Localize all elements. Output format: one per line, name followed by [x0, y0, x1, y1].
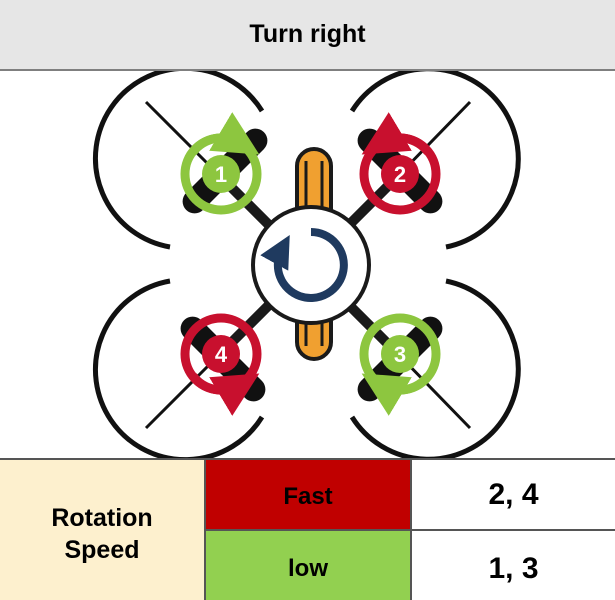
- counterclockwise-arrow-icon: [361, 112, 432, 155]
- drone-top-view: 1 2 3 4: [92, 71, 521, 458]
- fast-label-cell: Fast: [206, 458, 412, 529]
- rotor-number: 4: [215, 342, 228, 367]
- low-rotors-cell: 1, 3: [412, 529, 615, 600]
- page-title: Turn right: [0, 0, 615, 71]
- rotation-speed-table: Rotation Speed Fast 2, 4 low 1, 3: [0, 458, 615, 600]
- label-line-2: Speed: [64, 536, 140, 564]
- rotor-number: 1: [215, 162, 227, 187]
- fast-rotors-cell: 2, 4: [412, 458, 615, 529]
- clockwise-rotation-icon: [260, 228, 348, 302]
- rotor-number: 3: [394, 342, 406, 367]
- center-rotation: [251, 205, 371, 325]
- low-label-cell: low: [206, 529, 412, 600]
- rotor-2: 2: [359, 112, 441, 215]
- clockwise-arrow-icon: [189, 112, 260, 155]
- rotor-number: 2: [394, 162, 406, 187]
- rotor-4: 4: [180, 313, 262, 416]
- label-line-1: Rotation: [51, 504, 153, 532]
- rotation-speed-label: Rotation Speed: [0, 458, 206, 600]
- rotor-3: 3: [359, 313, 441, 416]
- rotor-1: 1: [180, 112, 262, 215]
- drone-diagram: 1 2 3 4: [0, 71, 615, 458]
- counterclockwise-arrow-icon: [189, 373, 260, 416]
- clockwise-arrow-icon: [361, 373, 432, 416]
